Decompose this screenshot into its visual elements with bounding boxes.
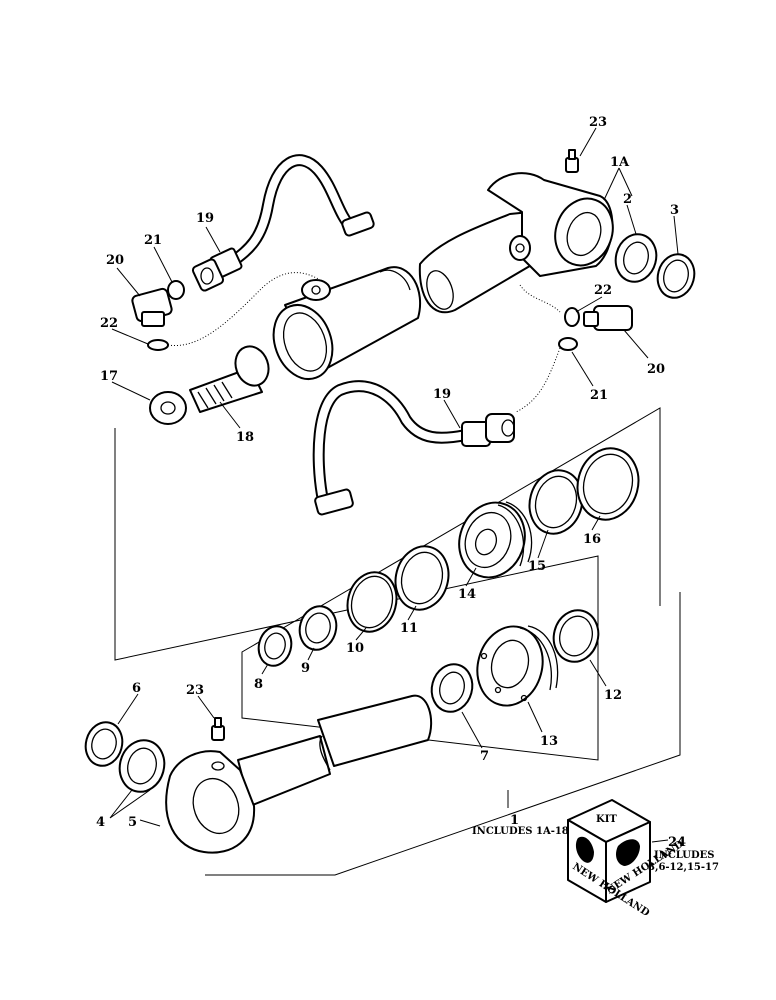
lower-hose: [312, 380, 515, 516]
callout-15: 15: [528, 559, 546, 574]
callout-11: 11: [400, 621, 418, 636]
callout-13: 13: [540, 734, 558, 749]
kit-box: [567, 799, 651, 903]
kit-label: KIT: [596, 814, 617, 825]
cylinder-barrel: [272, 266, 422, 380]
washer-17: [149, 391, 187, 425]
piston-14: [458, 501, 533, 579]
callout-1: 1: [510, 813, 519, 828]
piston-rod: [237, 694, 433, 807]
callout-2: 2: [623, 192, 632, 207]
callout-23-top: 23: [589, 115, 607, 130]
assembly-bracket: [205, 592, 681, 876]
callout-8: 8: [254, 677, 263, 692]
pin-18: [189, 345, 270, 413]
callout-24: 24: [668, 835, 686, 850]
ring-11: [394, 545, 450, 611]
note-includes-24-list: 3,6-12,15-17: [648, 862, 719, 873]
new-holland-logo-icon: [575, 836, 640, 866]
upper-hose: [191, 154, 375, 292]
ring-6: [84, 721, 124, 767]
callout-1a: 1A: [610, 155, 630, 170]
callout-4: 4: [96, 815, 105, 830]
ring-12: [552, 609, 600, 663]
bushing-2: [614, 233, 658, 283]
cylinder-head-1a: [418, 149, 614, 314]
callout-7: 7: [480, 749, 489, 764]
callout-18: 18: [236, 430, 254, 445]
bushing-4: [118, 739, 166, 793]
leader-lines: [109, 127, 679, 843]
callout-21-left: 21: [144, 233, 162, 248]
callout-21-right: 21: [590, 388, 608, 403]
callout-5: 5: [128, 815, 137, 830]
callout-20-right: 20: [647, 362, 665, 377]
note-includes-1: INCLUDES 1A-18: [472, 826, 569, 837]
ring-15: [528, 469, 584, 535]
left-elbow-fitting: [131, 272, 321, 351]
callout-19-top: 19: [196, 211, 214, 226]
ring-7: [430, 663, 474, 713]
callout-17: 17: [100, 369, 118, 384]
ring-8: [257, 625, 293, 667]
callout-20-left: 20: [106, 253, 124, 268]
note-includes-24-title: INCLUDES: [654, 850, 715, 861]
callout-22-right: 22: [594, 283, 612, 298]
callout-16: 16: [583, 532, 601, 547]
callout-3: 3: [670, 203, 679, 218]
callout-6: 6: [132, 681, 141, 696]
seal-ring-3: [656, 253, 696, 299]
callout-23-bottom: 23: [186, 683, 204, 698]
rod-eye-5: [165, 717, 256, 854]
gland-13: [476, 625, 559, 707]
callout-10: 10: [346, 641, 364, 656]
callout-22-left: 22: [100, 316, 118, 331]
callout-14: 14: [458, 587, 476, 602]
right-elbow-fitting: [515, 284, 633, 413]
callout-9: 9: [301, 661, 310, 676]
callout-12: 12: [604, 688, 622, 703]
callout-19-bottom: 19: [433, 387, 451, 402]
ring-9: [298, 605, 338, 651]
ring-10: [346, 571, 398, 633]
